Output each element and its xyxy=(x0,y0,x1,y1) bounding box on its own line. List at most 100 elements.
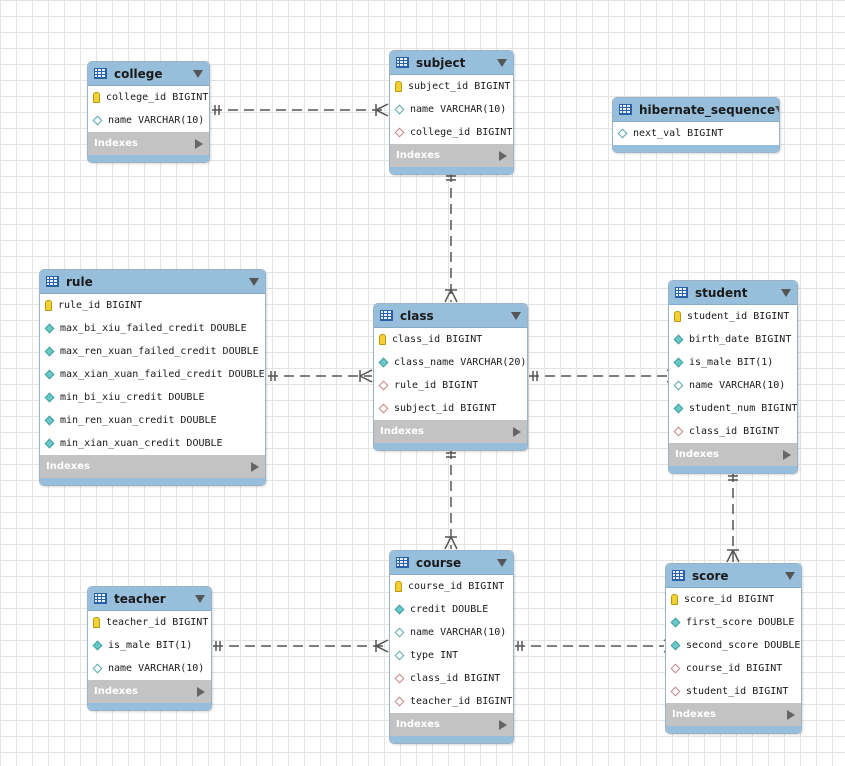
expand-icon[interactable] xyxy=(197,686,205,697)
primary-key-icon xyxy=(674,311,681,322)
table-header[interactable]: student xyxy=(669,281,797,305)
expand-icon[interactable] xyxy=(251,461,259,472)
not-null-column-icon xyxy=(673,334,684,345)
table-name: score xyxy=(692,568,729,583)
column-row[interactable]: is_male BIT(1) xyxy=(88,634,211,657)
indexes-section[interactable]: Indexes xyxy=(669,443,797,466)
column-row[interactable]: min_xian_xuan_credit DOUBLE xyxy=(40,432,265,455)
column-row[interactable]: college_id BIGINT xyxy=(88,86,209,109)
not-null-column-icon xyxy=(673,403,684,414)
indexes-section[interactable]: Indexes xyxy=(390,144,513,167)
collapse-icon[interactable] xyxy=(195,594,205,603)
column-label: max_bi_xiu_failed_credit DOUBLE xyxy=(60,323,247,334)
column-row[interactable]: college_id BIGINT xyxy=(390,121,513,144)
table-student[interactable]: student student_id BIGINT birth_date BIGI… xyxy=(668,280,798,474)
indexes-section[interactable]: Indexes xyxy=(666,703,801,726)
column-row[interactable]: max_xian_xuan_failed_credit DOUBLE xyxy=(40,363,265,386)
column-row[interactable]: score_id BIGINT xyxy=(666,588,801,611)
table-icon xyxy=(672,570,685,581)
column-label: college_id BIGINT xyxy=(410,127,513,138)
not-null-column-icon xyxy=(378,357,389,368)
column-row[interactable]: rule_id BIGINT xyxy=(40,294,265,317)
column-row[interactable]: teacher_id BIGINT xyxy=(390,690,513,713)
collapse-icon[interactable] xyxy=(497,558,507,567)
expand-icon[interactable] xyxy=(195,138,203,149)
table-name: college xyxy=(114,66,163,81)
column-row[interactable]: type INT xyxy=(390,644,513,667)
primary-key-icon xyxy=(671,594,678,605)
collapse-icon[interactable] xyxy=(249,277,259,286)
table-header[interactable]: course xyxy=(390,551,513,575)
collapse-icon[interactable] xyxy=(497,58,507,67)
column-row[interactable]: second_score DOUBLE xyxy=(666,634,801,657)
not-null-column-icon xyxy=(44,438,55,449)
column-row[interactable]: subject_id BIGINT xyxy=(374,397,527,420)
indexes-section[interactable]: Indexes xyxy=(374,420,527,443)
column-row[interactable]: min_ren_xuan_credit DOUBLE xyxy=(40,409,265,432)
column-label: rule_id BIGINT xyxy=(58,300,143,311)
column-row[interactable]: next_val BIGINT xyxy=(613,122,779,145)
column-row[interactable]: student_id BIGINT xyxy=(669,305,797,328)
table-header[interactable]: class xyxy=(374,304,527,328)
column-row[interactable]: max_ren_xuan_failed_credit DOUBLE xyxy=(40,340,265,363)
table-hibernate-sequence[interactable]: hibernate_sequence next_val BIGINT xyxy=(612,97,780,153)
column-row[interactable]: name VARCHAR(10) xyxy=(669,374,797,397)
column-row[interactable]: max_bi_xiu_failed_credit DOUBLE xyxy=(40,317,265,340)
column-icon xyxy=(92,663,103,674)
column-row[interactable]: credit DOUBLE xyxy=(390,598,513,621)
expand-icon[interactable] xyxy=(513,426,521,437)
column-row[interactable]: class_id BIGINT xyxy=(390,667,513,690)
table-header[interactable]: rule xyxy=(40,270,265,294)
column-label: student_id BIGINT xyxy=(687,311,790,322)
column-row[interactable]: course_id BIGINT xyxy=(666,657,801,680)
column-row[interactable]: is_male BIT(1) xyxy=(669,351,797,374)
column-label: course_id BIGINT xyxy=(408,581,505,592)
column-row[interactable]: name VARCHAR(10) xyxy=(390,621,513,644)
foreign-key-icon xyxy=(670,686,681,697)
table-header[interactable]: college xyxy=(88,62,209,86)
column-row[interactable]: class_id BIGINT xyxy=(669,420,797,443)
table-header[interactable]: score xyxy=(666,564,801,588)
collapse-icon[interactable] xyxy=(785,571,795,580)
collapse-icon[interactable] xyxy=(511,311,521,320)
column-row[interactable]: course_id BIGINT xyxy=(390,575,513,598)
indexes-section[interactable]: Indexes xyxy=(88,132,209,155)
expand-icon[interactable] xyxy=(787,709,795,720)
collapse-icon[interactable] xyxy=(193,69,203,78)
column-row[interactable]: student_num BIGINT xyxy=(669,397,797,420)
table-name: student xyxy=(695,285,748,300)
column-row[interactable]: rule_id BIGINT xyxy=(374,374,527,397)
column-row[interactable]: subject_id BIGINT xyxy=(390,75,513,98)
column-row[interactable]: student_id BIGINT xyxy=(666,680,801,703)
column-row[interactable]: first_score DOUBLE xyxy=(666,611,801,634)
collapse-icon[interactable] xyxy=(781,288,791,297)
column-row[interactable]: name VARCHAR(10) xyxy=(390,98,513,121)
column-label: class_id BIGINT xyxy=(689,426,780,437)
expand-icon[interactable] xyxy=(783,449,791,460)
cardinality-many xyxy=(375,645,389,653)
column-row[interactable]: min_bi_xiu_credit DOUBLE xyxy=(40,386,265,409)
expand-icon[interactable] xyxy=(499,719,507,730)
indexes-section[interactable]: Indexes xyxy=(40,455,265,478)
column-row[interactable]: name VARCHAR(10) xyxy=(88,109,209,132)
table-header[interactable]: hibernate_sequence xyxy=(613,98,779,122)
expand-icon[interactable] xyxy=(499,150,507,161)
indexes-section[interactable]: Indexes xyxy=(88,680,211,703)
table-header[interactable]: subject xyxy=(390,51,513,75)
indexes-section[interactable]: Indexes xyxy=(390,713,513,736)
table-header[interactable]: teacher xyxy=(88,587,211,611)
column-row[interactable]: name VARCHAR(10) xyxy=(88,657,211,680)
table-rule[interactable]: rule rule_id BIGINT max_bi_xiu_failed_cre… xyxy=(39,269,266,486)
column-row[interactable]: class_name VARCHAR(20) xyxy=(374,351,527,374)
column-row[interactable]: teacher_id BIGINT xyxy=(88,611,211,634)
column-row[interactable]: class_id BIGINT xyxy=(374,328,527,351)
table-icon xyxy=(94,68,107,79)
column-row[interactable]: birth_date BIGINT xyxy=(669,328,797,351)
collapse-icon[interactable] xyxy=(775,105,779,114)
